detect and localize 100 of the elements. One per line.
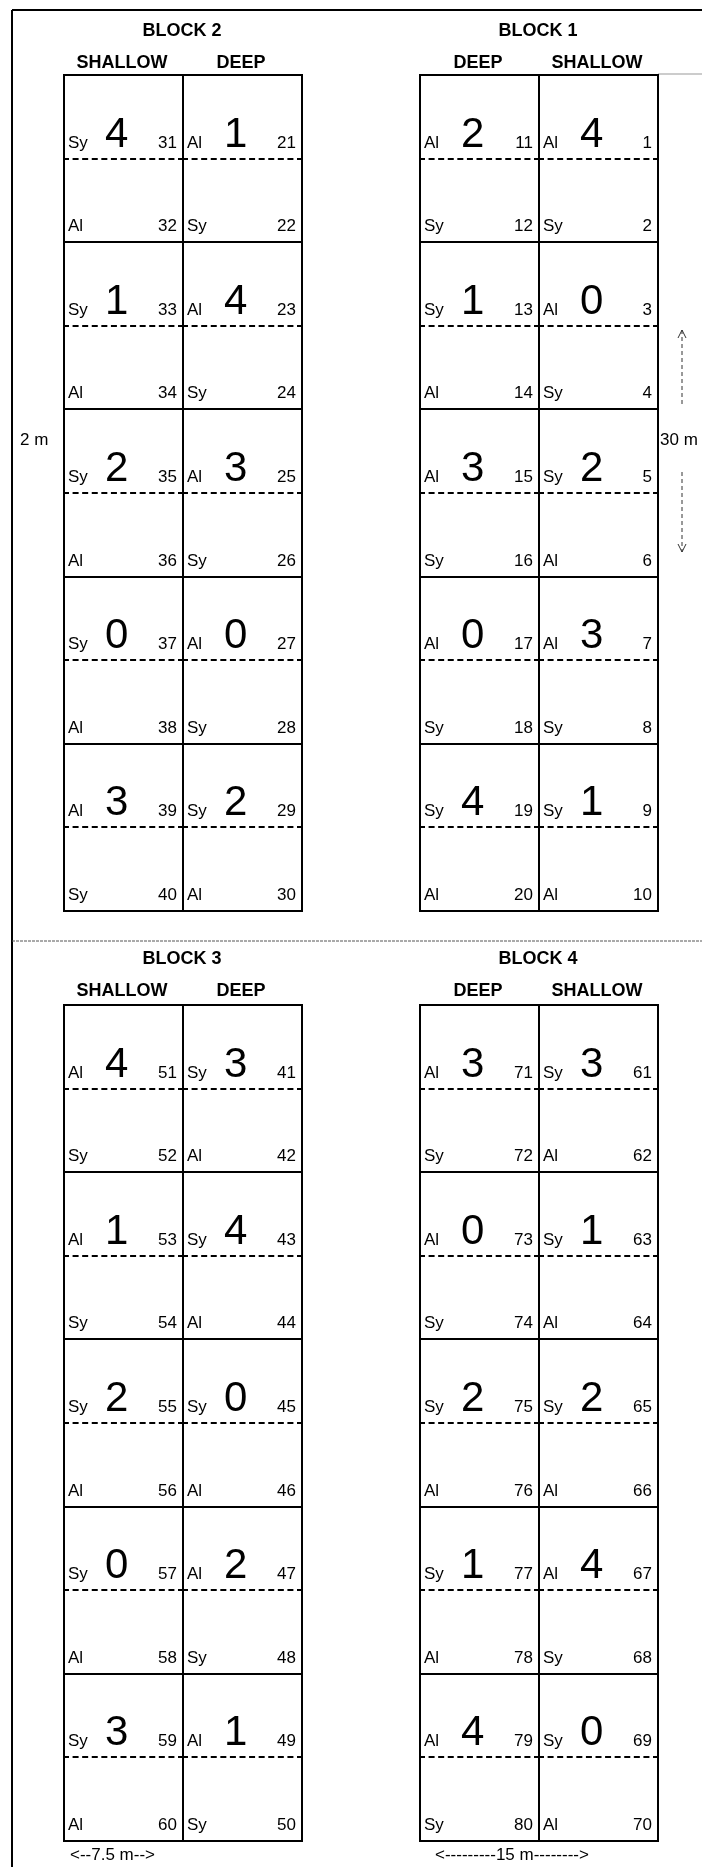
variety-label: Sy xyxy=(424,217,444,236)
plot-number: 13 xyxy=(514,300,533,319)
column-heading: DEEP xyxy=(216,52,266,73)
plot-number: 19 xyxy=(514,802,533,821)
plot-number: 79 xyxy=(514,1732,533,1751)
plot-number: 38 xyxy=(158,718,177,737)
plot-cell xyxy=(538,241,659,327)
variety-label: Sy xyxy=(68,886,88,904)
treatment-number: 0 xyxy=(580,278,604,321)
plot-cell xyxy=(538,826,659,912)
variety-label: Sy xyxy=(543,1732,563,1751)
variety-label: Sy xyxy=(187,1816,207,1834)
variety-label: Sy xyxy=(543,217,563,236)
plot-number: 43 xyxy=(277,1230,296,1249)
column-heading: SHALLOW xyxy=(551,980,643,1001)
plot-cell xyxy=(182,1672,303,1759)
plot-number: 58 xyxy=(158,1648,177,1667)
variety-label: Sy xyxy=(68,300,88,319)
treatment-number: 3 xyxy=(580,613,604,656)
plot-cell xyxy=(182,826,303,912)
plot-number: 27 xyxy=(277,635,296,654)
plot-number: 51 xyxy=(158,1063,177,1082)
treatment-number: 2 xyxy=(461,111,485,154)
variety-label: Al xyxy=(424,635,440,654)
variety-label: Sy xyxy=(187,1063,207,1082)
plot-number: 73 xyxy=(514,1230,533,1249)
plot-number: 76 xyxy=(514,1481,533,1500)
plot-number: 65 xyxy=(633,1398,652,1416)
plot-cell xyxy=(419,408,540,494)
block-heading: BLOCK 3 xyxy=(142,948,222,969)
dimension-label: <---------15 m--------> xyxy=(435,1845,589,1865)
plot-cell xyxy=(182,74,303,160)
variety-label: Al xyxy=(543,300,559,319)
treatment-number: 3 xyxy=(461,446,485,488)
treatment-number: 0 xyxy=(461,1208,485,1251)
plot-number: 69 xyxy=(633,1732,652,1751)
treatment-number: 4 xyxy=(580,1543,604,1586)
block-heading: BLOCK 2 xyxy=(142,20,222,41)
variety-label: Sy xyxy=(424,1565,444,1584)
plot-cell xyxy=(63,74,184,160)
plot-cell xyxy=(419,1171,540,1257)
variety-label: Al xyxy=(543,133,559,152)
plot-number: 17 xyxy=(514,635,533,654)
plot-number: 67 xyxy=(633,1565,652,1584)
treatment-number: 4 xyxy=(580,111,604,154)
plot-number: 15 xyxy=(514,468,533,486)
plot-cell xyxy=(419,1756,540,1842)
plot-cell xyxy=(419,826,540,912)
plot-number: 56 xyxy=(158,1481,177,1500)
variety-label: Al xyxy=(68,718,84,737)
plot-number: 33 xyxy=(158,300,177,319)
treatment-number: 1 xyxy=(461,278,485,321)
plot-number: 72 xyxy=(514,1147,533,1166)
treatment-number: 3 xyxy=(224,446,248,488)
variety-label: Sy xyxy=(187,718,207,737)
variety-label: Sy xyxy=(187,802,207,821)
plot-cell xyxy=(538,1505,659,1592)
plot-cell xyxy=(182,1171,303,1257)
column-heading: DEEP xyxy=(453,980,503,1001)
treatment-number: 2 xyxy=(580,1376,604,1418)
variety-label: Sy xyxy=(543,718,563,737)
plot-cell xyxy=(63,1505,184,1592)
plot-number: 35 xyxy=(158,468,177,486)
treatment-number: 2 xyxy=(224,1543,248,1586)
plot-cell xyxy=(63,1338,184,1424)
variety-label: Al xyxy=(187,468,203,486)
variety-label: Sy xyxy=(68,133,88,152)
variety-label: Sy xyxy=(187,217,207,236)
treatment-number: 0 xyxy=(224,613,248,656)
variety-label: Sy xyxy=(68,468,88,486)
variety-label: Sy xyxy=(68,635,88,654)
treatment-number: 2 xyxy=(105,446,129,488)
plot-number: 75 xyxy=(514,1398,533,1416)
plot-cell xyxy=(419,742,540,829)
treatment-number: 3 xyxy=(105,1710,129,1753)
variety-label: Al xyxy=(187,1732,203,1751)
variety-label: Sy xyxy=(543,468,563,486)
plot-number: 80 xyxy=(514,1816,533,1834)
plot-number: 53 xyxy=(158,1230,177,1249)
variety-label: Al xyxy=(543,1314,559,1333)
column-heading: SHALLOW xyxy=(551,52,643,73)
variety-label: Sy xyxy=(68,1147,88,1166)
plot-cell xyxy=(419,1004,540,1090)
variety-label: Al xyxy=(424,468,440,486)
plot-number: 59 xyxy=(158,1732,177,1751)
variety-label: Al xyxy=(68,551,84,570)
treatment-number: 1 xyxy=(580,780,604,823)
plot-number: 7 xyxy=(642,635,652,654)
plot-number: 1 xyxy=(642,133,652,152)
plot-number: 49 xyxy=(277,1732,296,1751)
treatment-number: 1 xyxy=(224,1710,248,1753)
plot-number: 55 xyxy=(158,1398,177,1416)
treatment-number: 0 xyxy=(580,1710,604,1753)
plot-number: 48 xyxy=(277,1648,296,1667)
plot-number: 41 xyxy=(277,1063,296,1082)
variety-label: Al xyxy=(68,1481,84,1500)
variety-label: Sy xyxy=(543,384,563,403)
plot-cell xyxy=(182,1338,303,1424)
plot-cell xyxy=(419,1338,540,1424)
variety-label: Al xyxy=(424,886,440,904)
